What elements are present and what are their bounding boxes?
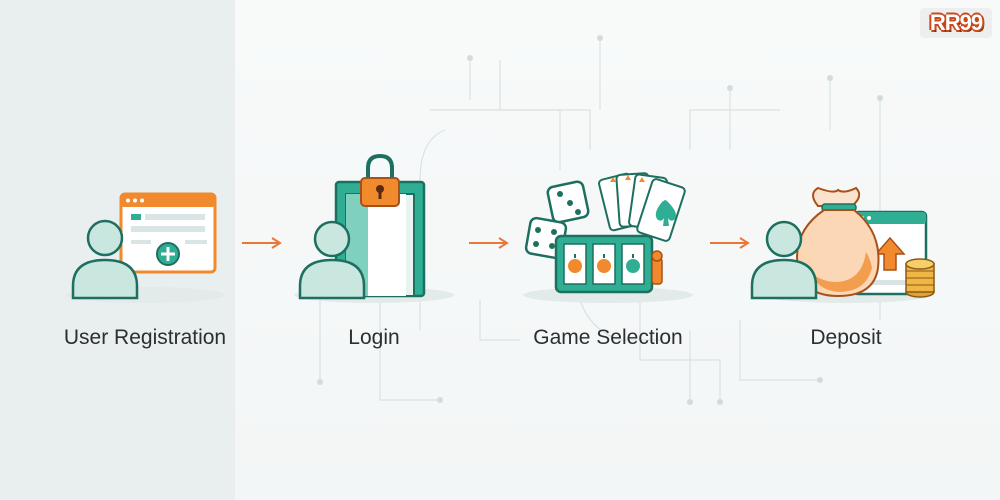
logo-text: RR99 — [929, 10, 983, 35]
slot-machine-icon — [554, 234, 663, 294]
step-login: Login — [254, 0, 494, 500]
game-selection-illustration — [523, 172, 693, 303]
step-label: Game Selection — [533, 326, 683, 349]
coin-stack-icon — [905, 258, 935, 298]
lock-icon — [360, 153, 400, 207]
step-label: User Registration — [63, 326, 227, 349]
playing-cards-icon — [598, 172, 686, 242]
arrow-right-icon — [710, 237, 750, 249]
rr99-logo: RR99 — [920, 8, 992, 38]
user-icon — [71, 219, 139, 300]
login-illustration — [294, 153, 454, 303]
step-game-selection: Game Selection — [488, 0, 728, 500]
step-label: Deposit — [810, 326, 882, 349]
arrow-right-icon — [242, 237, 282, 249]
registration-illustration — [65, 192, 225, 303]
user-icon — [750, 220, 818, 300]
arrow-right-icon — [469, 237, 509, 249]
user-icon — [298, 220, 366, 300]
step-deposit: Deposit — [726, 0, 966, 500]
deposit-illustration — [750, 186, 935, 303]
step-label: Login — [348, 326, 400, 349]
step-user-registration: User Registration — [25, 0, 265, 500]
